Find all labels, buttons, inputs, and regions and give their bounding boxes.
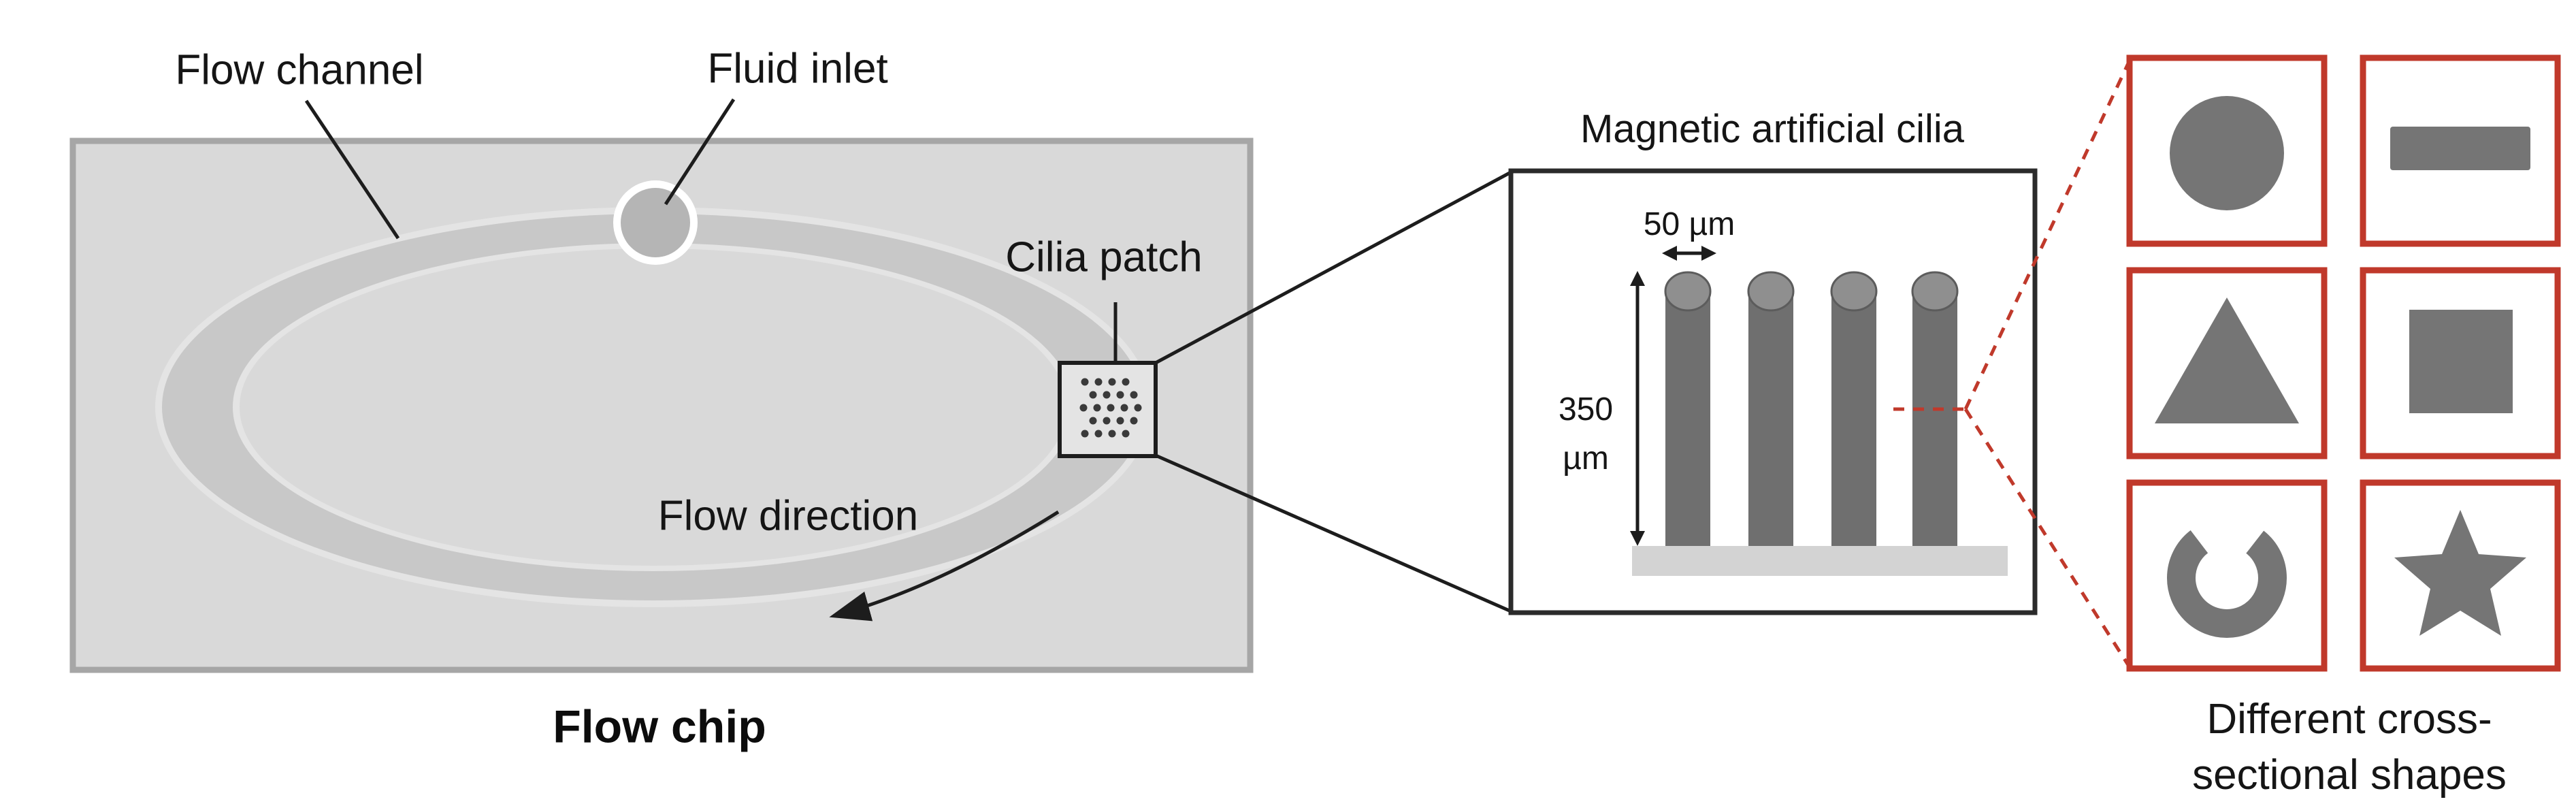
cross-sections-caption-line1: Different cross-: [2206, 696, 2492, 743]
flow-direction-arrow: [829, 510, 1060, 622]
cilium-pillar: [1831, 291, 1876, 546]
cilia-pillars: [1664, 271, 1959, 546]
cross-section-pointer-lines: [1893, 59, 2132, 668]
cross-sections-caption-line2: sectional shapes: [2192, 752, 2507, 799]
flow-channel-inner-fill: [240, 248, 1067, 566]
cross-section-grid: [2126, 54, 2561, 672]
width-dimension-arrow: [1662, 246, 1716, 261]
pillar-height-unit: µm: [1563, 440, 1609, 477]
cilia-patch-dots: [1079, 378, 1142, 438]
flow-chip-caption: Flow chip: [553, 700, 766, 753]
triangle-shape-icon: [2155, 297, 2299, 423]
flow-direction-label: Flow direction: [657, 492, 919, 540]
circle-shape-icon: [2170, 96, 2284, 210]
height-dimension-arrow: [1630, 271, 1645, 546]
cilia-base-plate: [1632, 546, 2008, 576]
flow-channel-label: Flow channel: [175, 46, 424, 94]
pillar-height-label: 350 µm: [1518, 385, 1654, 483]
cross-sections-caption: Different cross- sectional shapes: [2172, 692, 2526, 803]
fluid-inlet-circle: [621, 188, 690, 257]
cilium-pillar: [1748, 291, 1793, 546]
cross-section-shapes: [2155, 96, 2530, 638]
cross-section-box-horseshoe: [2126, 479, 2328, 672]
cilia-patch-label: Cilia patch: [1005, 233, 1203, 281]
horseshoe-shape-icon: [2167, 518, 2287, 638]
cilium-pillar-cap: [1747, 271, 1795, 312]
cilium-pillar-cap: [1911, 271, 1959, 312]
flow-channel-leader-line: [304, 99, 400, 240]
fluid-inlet-leader-line: [664, 98, 736, 206]
star-shape-icon: [2394, 510, 2526, 636]
pillar-width-label: 50 µm: [1643, 206, 1735, 242]
zoom-line-top: [1154, 170, 1512, 365]
pillar-height-value: 350: [1558, 391, 1614, 428]
rectangle-shape-icon: [2390, 127, 2530, 170]
zoom-line-bottom: [1154, 453, 1512, 613]
cilium-pillar: [1912, 291, 1957, 546]
cilium-pillar-cap: [1830, 271, 1878, 312]
cilium-pillar-cap: [1664, 271, 1712, 312]
square-shape-icon: [2409, 310, 2513, 413]
cilium-pillar: [1665, 291, 1710, 546]
cilia-panel-title: Magnetic artificial cilia: [1580, 106, 1965, 151]
fluid-inlet-label: Fluid inlet: [707, 45, 888, 93]
